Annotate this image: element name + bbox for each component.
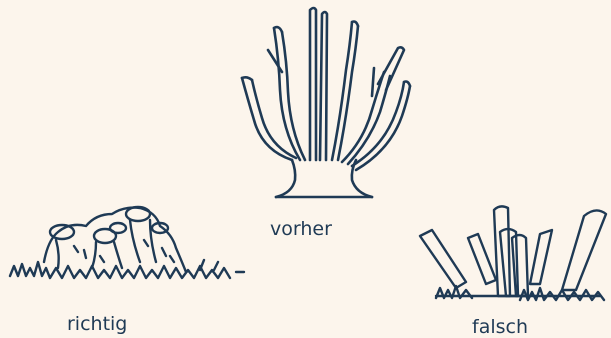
shrub-before: [242, 8, 410, 197]
stumps-correct: [10, 207, 244, 278]
caption-correct: richtig: [67, 313, 127, 335]
caption-wrong: falsch: [472, 316, 528, 338]
caption-before: vorher: [270, 218, 332, 240]
stumps-wrong: [420, 206, 606, 300]
